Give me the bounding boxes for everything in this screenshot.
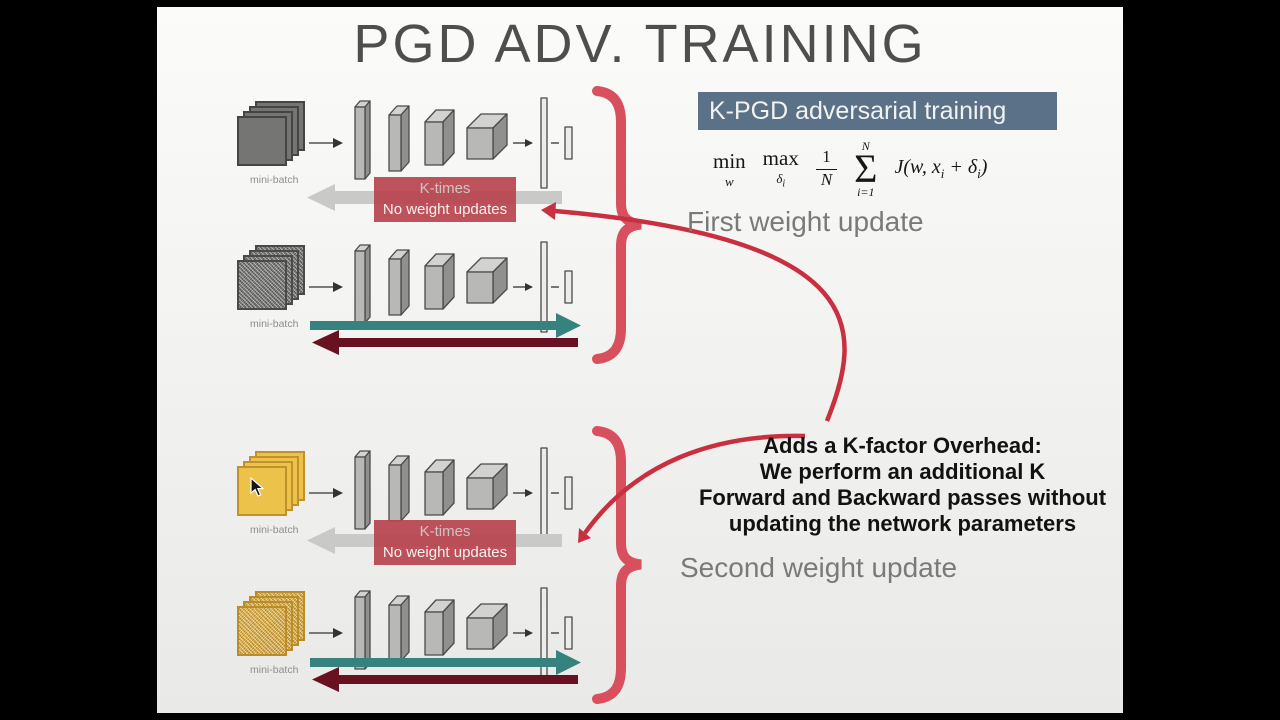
formula-min: min w xyxy=(713,148,746,189)
network-diagram-clean-yellow: mini-batch xyxy=(237,445,667,545)
first-weight-update-label: First weight update xyxy=(687,206,924,237)
network-diagram-adv-gray: mini-batch xyxy=(237,239,667,339)
kpgd-header-label: K-PGD adversarial training xyxy=(709,96,1007,125)
cnn-layers-icon xyxy=(309,447,573,539)
no-weight-updates-label: No weight updates xyxy=(382,200,508,218)
minibatch-label: mini-batch xyxy=(250,524,299,536)
minibatch-images-icon xyxy=(237,101,307,167)
pgd-objective-formula: min w max δi 1 N N Σ i=1 J(w, xi + δi) xyxy=(713,140,987,198)
minibatch-label: mini-batch xyxy=(250,174,299,186)
batch-image xyxy=(237,260,287,310)
letterbox-left xyxy=(0,0,157,720)
batch-image xyxy=(237,116,287,166)
overhead-line: Adds a K-factor Overhead: xyxy=(763,433,1042,458)
overhead-line: Forward and Backward passes without xyxy=(698,485,1107,510)
kpgd-header: K-PGD adversarial training xyxy=(698,92,1057,130)
batch-image xyxy=(237,606,287,656)
cnn-layers-icon xyxy=(309,97,573,189)
second-weight-update-label: Second weight update xyxy=(680,552,958,583)
ktimes-no-update-box-top: K-times No weight updates xyxy=(374,177,516,222)
letterbox-right xyxy=(1123,0,1280,720)
overhead-note: Adds a K-factor Overhead: We perform an … xyxy=(675,433,1130,537)
cnn-layers-icon xyxy=(309,587,573,679)
network-diagram-clean-gray: mini-batch xyxy=(237,95,667,195)
cnn-layers-icon xyxy=(309,241,573,333)
minibatch-label: mini-batch xyxy=(250,318,299,330)
slide: PGD ADV. TRAINING mini-batch xyxy=(157,7,1123,713)
minibatch-images-icon xyxy=(237,451,307,517)
minibatch-noisy-images-icon xyxy=(237,591,307,657)
minibatch-noisy-images-icon xyxy=(237,245,307,311)
formula-max: max δi xyxy=(762,146,799,190)
minibatch-label: mini-batch xyxy=(250,664,299,676)
ktimes-label: K-times xyxy=(419,523,471,541)
overhead-line: We perform an additional K xyxy=(759,459,1046,484)
ktimes-no-update-box-bottom: K-times No weight updates xyxy=(374,520,516,565)
formula-expression: J(w, xi + δi) xyxy=(894,156,988,181)
overhead-line: updating the network parameters xyxy=(728,511,1077,536)
mouse-cursor-icon xyxy=(250,477,265,497)
slide-title: PGD ADV. TRAINING xyxy=(353,14,927,74)
network-diagram-adv-yellow: mini-batch xyxy=(237,585,667,685)
ktimes-label: K-times xyxy=(419,180,471,198)
batch-image xyxy=(237,466,287,516)
formula-fraction: 1 N xyxy=(815,148,838,189)
no-weight-updates-label: No weight updates xyxy=(382,543,508,561)
formula-sum: N Σ i=1 xyxy=(854,139,878,199)
